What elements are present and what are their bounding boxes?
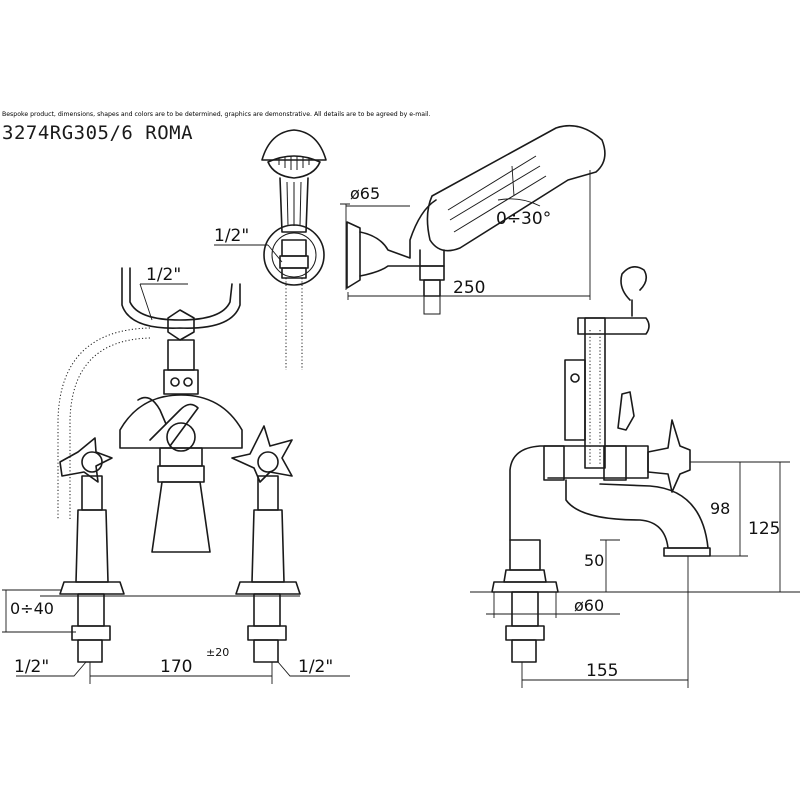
- height-98-label: 98: [710, 499, 730, 518]
- centres-label: 170: [160, 657, 192, 677]
- thread-right-label: 1/2": [298, 657, 333, 677]
- height-125-label: 125: [748, 519, 780, 539]
- thread-shower-label: 1/2": [214, 226, 249, 246]
- dimension-lines: [2, 165, 790, 688]
- height-50-label: 50: [584, 551, 604, 570]
- tolerance-label: ±20: [206, 646, 229, 659]
- angle-label: 0÷30°: [496, 209, 551, 229]
- projection-155-label: 155: [586, 661, 618, 681]
- hand-shower-side-view: [346, 124, 606, 315]
- length-250-label: 250: [453, 278, 485, 298]
- thread-top-label: 1/2": [146, 265, 181, 285]
- product-code: 3274RG305/6 ROMA: [2, 122, 194, 144]
- mixer-side-view: [470, 266, 800, 663]
- thread-left-label: 1/2": [14, 657, 49, 677]
- adjust-label: 0÷40: [10, 599, 54, 618]
- diameter-base-label: ø60: [574, 596, 604, 615]
- disclaimer-note: Bespoke product, dimensions, shapes and …: [2, 111, 431, 118]
- mixer-front-view: [40, 267, 301, 663]
- hand-shower-front-view: [261, 129, 327, 370]
- diameter-wall-label: ø65: [350, 184, 380, 203]
